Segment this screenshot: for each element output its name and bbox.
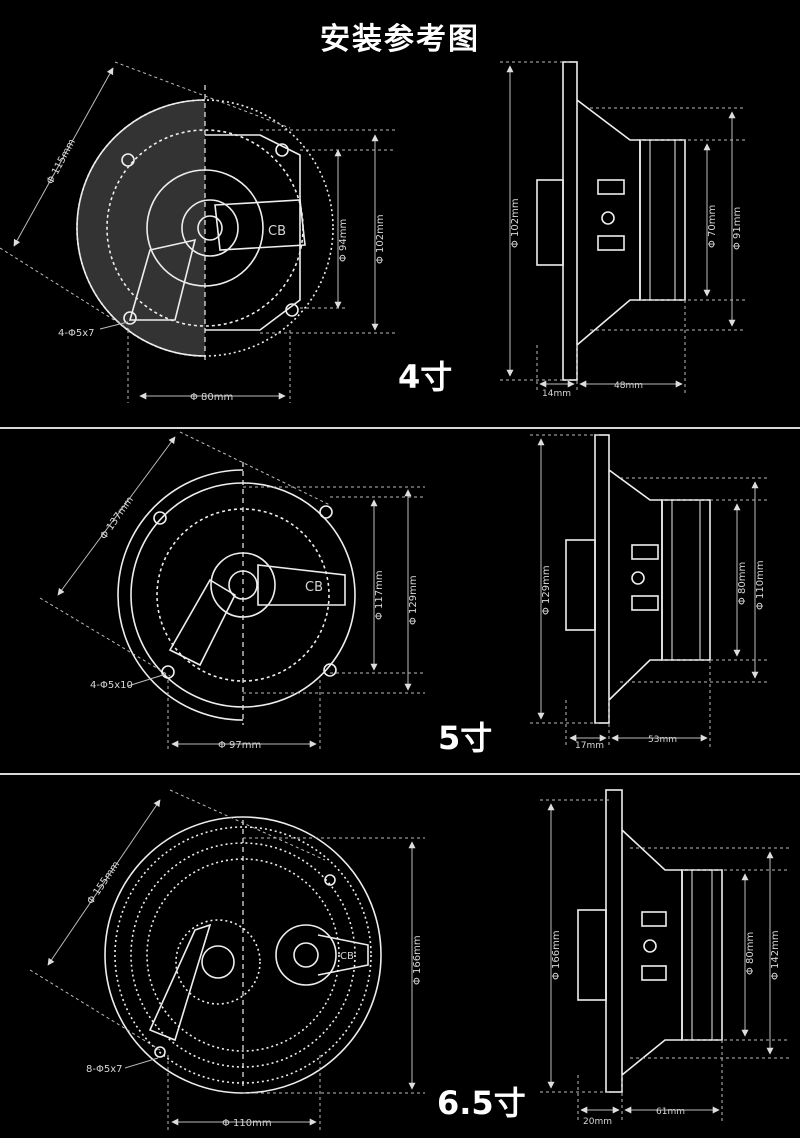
terminal-screw	[601, 211, 615, 225]
side-magnet-inner-label: Φ 80mm	[737, 562, 748, 605]
tweeter-dome	[197, 215, 223, 241]
size-label-4inch: 4寸	[398, 358, 453, 396]
tweeter-bridge	[214, 199, 306, 251]
mount-hole	[123, 311, 137, 325]
flange	[594, 434, 610, 724]
dim-outer-label: Φ 129mm	[408, 575, 419, 625]
frame-flange	[205, 134, 301, 331]
terminal	[631, 544, 659, 560]
brand-logo: CB	[268, 224, 286, 239]
side-magnet-outer-label: Φ 91mm	[732, 207, 743, 250]
mount-hole	[319, 505, 333, 519]
dim-inner-label: Φ 117mm	[374, 570, 385, 620]
tweeter-housing	[577, 909, 607, 1001]
mount-hole	[323, 663, 337, 677]
tweeter-bridge	[257, 564, 346, 606]
tweeter-bridge	[317, 934, 369, 976]
dim-diagonal-label: Φ 137mm	[98, 495, 135, 542]
holes-label: 8-Φ5x7	[86, 1064, 122, 1075]
side-flange-label: 17mm	[575, 741, 604, 751]
front-view-6-5inch: CB	[104, 816, 382, 1094]
side-view-6-5inch	[577, 789, 723, 1093]
terminal	[641, 911, 667, 927]
tweeter-ring	[275, 924, 337, 986]
terminal	[631, 595, 659, 611]
basket	[621, 829, 683, 1076]
mount-hole	[161, 665, 175, 679]
tweeter-housing	[565, 539, 596, 631]
mount-hole	[324, 874, 336, 886]
dim-diagonal-label: Φ 115mm	[45, 137, 78, 186]
holes-label: 4-Φ5x7	[58, 328, 94, 339]
magnet	[681, 869, 723, 1041]
panel-divider-1	[0, 427, 800, 429]
side-body-label: 48mm	[614, 381, 643, 391]
size-label-6-5inch: 6.5寸	[437, 1084, 526, 1122]
magnet	[639, 139, 686, 301]
side-magnet-inner-label: Φ 70mm	[707, 205, 718, 248]
magnet	[661, 499, 711, 661]
dim-line-diagonal	[47, 799, 161, 966]
page-title: 安装参考图	[320, 22, 480, 57]
tweeter-housing	[536, 179, 564, 266]
side-magnet-outer-label: Φ 110mm	[755, 560, 766, 610]
panel-4inch: CB Φ 115mm Φ 94mm Φ 102mm 4-Φ5x7 Φ 80mm	[0, 61, 745, 403]
mount-hole	[154, 1046, 166, 1058]
basket	[608, 469, 663, 701]
panel-6-5inch: CB Φ 155mm Φ 166mm 8-Φ5x7 Φ 110mm	[29, 789, 790, 1130]
flange	[562, 61, 578, 381]
dim-bottom-label: Φ 80mm	[190, 392, 233, 403]
mount-hole	[153, 511, 167, 525]
woofer-cap	[201, 945, 235, 979]
mount-hole	[285, 303, 299, 317]
tweeter-ring	[181, 199, 239, 257]
bridge-arm	[148, 923, 212, 1042]
brand-logo: CB	[340, 951, 354, 962]
basket	[576, 99, 641, 346]
flange	[605, 789, 623, 1093]
front-view-5inch: CB	[117, 462, 356, 725]
dim-outer-label: Φ 102mm	[375, 214, 386, 264]
mount-hole	[275, 143, 289, 157]
side-height-label: Φ 166mm	[551, 930, 562, 980]
side-body-label: 53mm	[648, 735, 677, 745]
dim-inner-label: Φ 94mm	[338, 219, 349, 262]
side-magnet-inner-label: Φ 80mm	[745, 932, 756, 975]
terminal	[641, 965, 667, 981]
bridge-arm	[128, 238, 197, 321]
dim-bottom-label: Φ 110mm	[222, 1118, 272, 1129]
bridge-arm	[168, 578, 237, 667]
mount-hole	[121, 153, 135, 167]
terminal-screw	[643, 939, 657, 953]
tweeter-dome	[293, 942, 319, 968]
frame-outer	[117, 469, 244, 721]
dim-bottom-label: Φ 97mm	[218, 740, 261, 751]
side-view-4inch	[536, 61, 686, 381]
holes-label: 4-Φ5x10	[90, 680, 133, 691]
size-label-5inch: 5寸	[438, 719, 493, 757]
terminal-screw	[631, 571, 645, 585]
woofer-ring	[175, 919, 261, 1005]
side-view-5inch	[565, 434, 711, 724]
side-flange-label: 20mm	[583, 1117, 612, 1127]
side-height-label: Φ 102mm	[510, 198, 521, 248]
panel-divider-2	[0, 773, 800, 775]
side-body-label: 61mm	[656, 1107, 685, 1117]
brand-logo: CB	[305, 580, 323, 595]
front-view-4inch: CB	[76, 85, 334, 360]
side-magnet-outer-label: Φ 142mm	[770, 930, 781, 980]
panel-5inch: CB Φ 137mm Φ 117mm Φ 129mm 4-Φ5x10 Φ 97m…	[39, 431, 770, 751]
side-flange-label: 14mm	[542, 389, 571, 399]
side-height-label: Φ 129mm	[541, 565, 552, 615]
terminal	[597, 179, 625, 195]
dim-outer-label: Φ 166mm	[412, 935, 423, 985]
dim-line-diagonal	[13, 67, 114, 247]
terminal	[597, 235, 625, 251]
grille-half	[76, 99, 206, 357]
dim-line-diagonal	[57, 436, 176, 596]
